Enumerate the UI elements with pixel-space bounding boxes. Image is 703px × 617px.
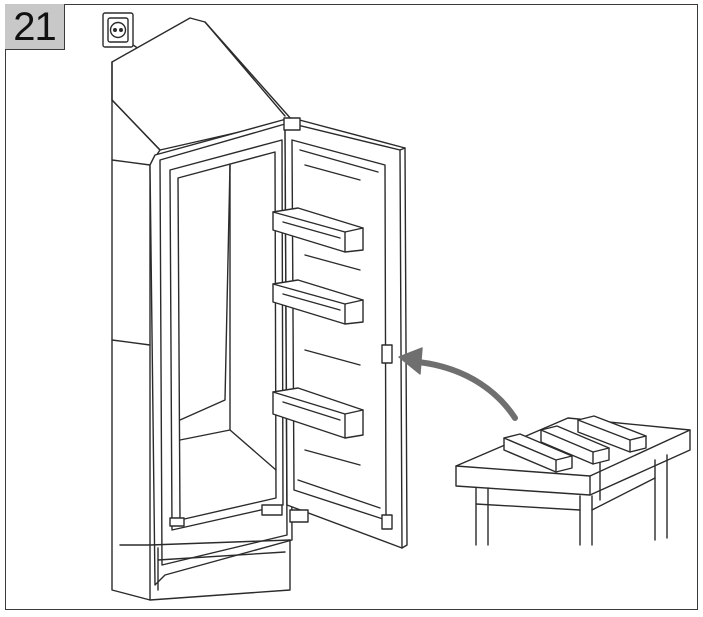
door-shelf — [272, 387, 364, 439]
loose-door-shelf — [503, 433, 573, 473]
wall-socket-icon — [102, 12, 134, 48]
insertion-arrow-icon — [398, 347, 518, 421]
step-number: 21 — [13, 4, 56, 49]
door-shelf — [272, 279, 364, 325]
appliance-interior — [169, 139, 284, 531]
appliance-cabinet — [111, 17, 293, 601]
step-number-badge: 21 — [5, 4, 65, 50]
loose-door-shelf — [540, 425, 610, 465]
door-shelf — [272, 207, 364, 253]
appliance-door — [261, 117, 408, 549]
loose-door-shelf — [577, 415, 647, 453]
